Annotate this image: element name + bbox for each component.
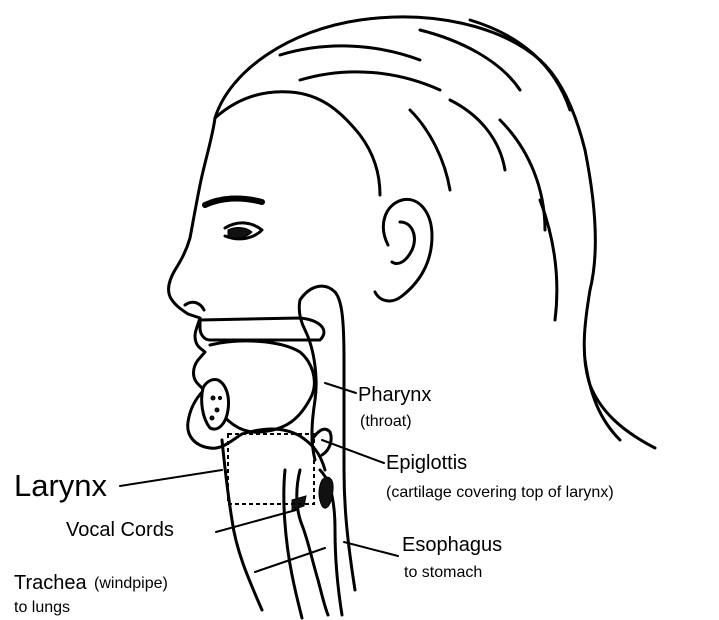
label-vocal-cords: Vocal Cords (66, 520, 174, 540)
ear (375, 199, 432, 300)
mouth-cavity (202, 379, 229, 429)
epiglottis-leader (322, 440, 384, 463)
eyebrow (205, 198, 262, 205)
label-trachea-paren: (windpipe) (94, 576, 168, 592)
label-pharynx-note: (throat) (360, 414, 412, 430)
tooth-dot (210, 416, 214, 420)
label-trachea-note: to lungs (14, 600, 70, 616)
label-larynx: Larynx (14, 470, 107, 501)
esophagus-leader (344, 542, 398, 556)
hair-strand (470, 20, 570, 110)
label-pharynx: Pharynx (358, 385, 431, 405)
trachea-front (284, 470, 302, 618)
larynx-leader (120, 470, 222, 486)
tooth-dot (215, 408, 219, 412)
label-epiglottis-note: (cartilage covering top of larynx) (386, 485, 614, 501)
pharynx-leader (325, 383, 356, 393)
ear-inner (392, 222, 414, 264)
label-epiglottis: Epiglottis (386, 453, 467, 473)
label-esophagus-note: to stomach (404, 565, 482, 581)
hair-strand (540, 200, 557, 320)
tooth-dot (218, 396, 221, 399)
tooth-dot (211, 396, 215, 400)
neck-back (585, 360, 620, 440)
label-trachea: Trachea (14, 573, 87, 593)
nostril (185, 302, 204, 310)
hairline-front (215, 92, 380, 195)
hair-strand (450, 100, 505, 170)
label-esophagus: Esophagus (402, 535, 502, 555)
epiglottis-dark (319, 477, 333, 508)
hair-strand (410, 110, 450, 190)
hair-strand (300, 72, 440, 90)
hair-strand (280, 46, 420, 60)
hair-strand (500, 120, 545, 230)
